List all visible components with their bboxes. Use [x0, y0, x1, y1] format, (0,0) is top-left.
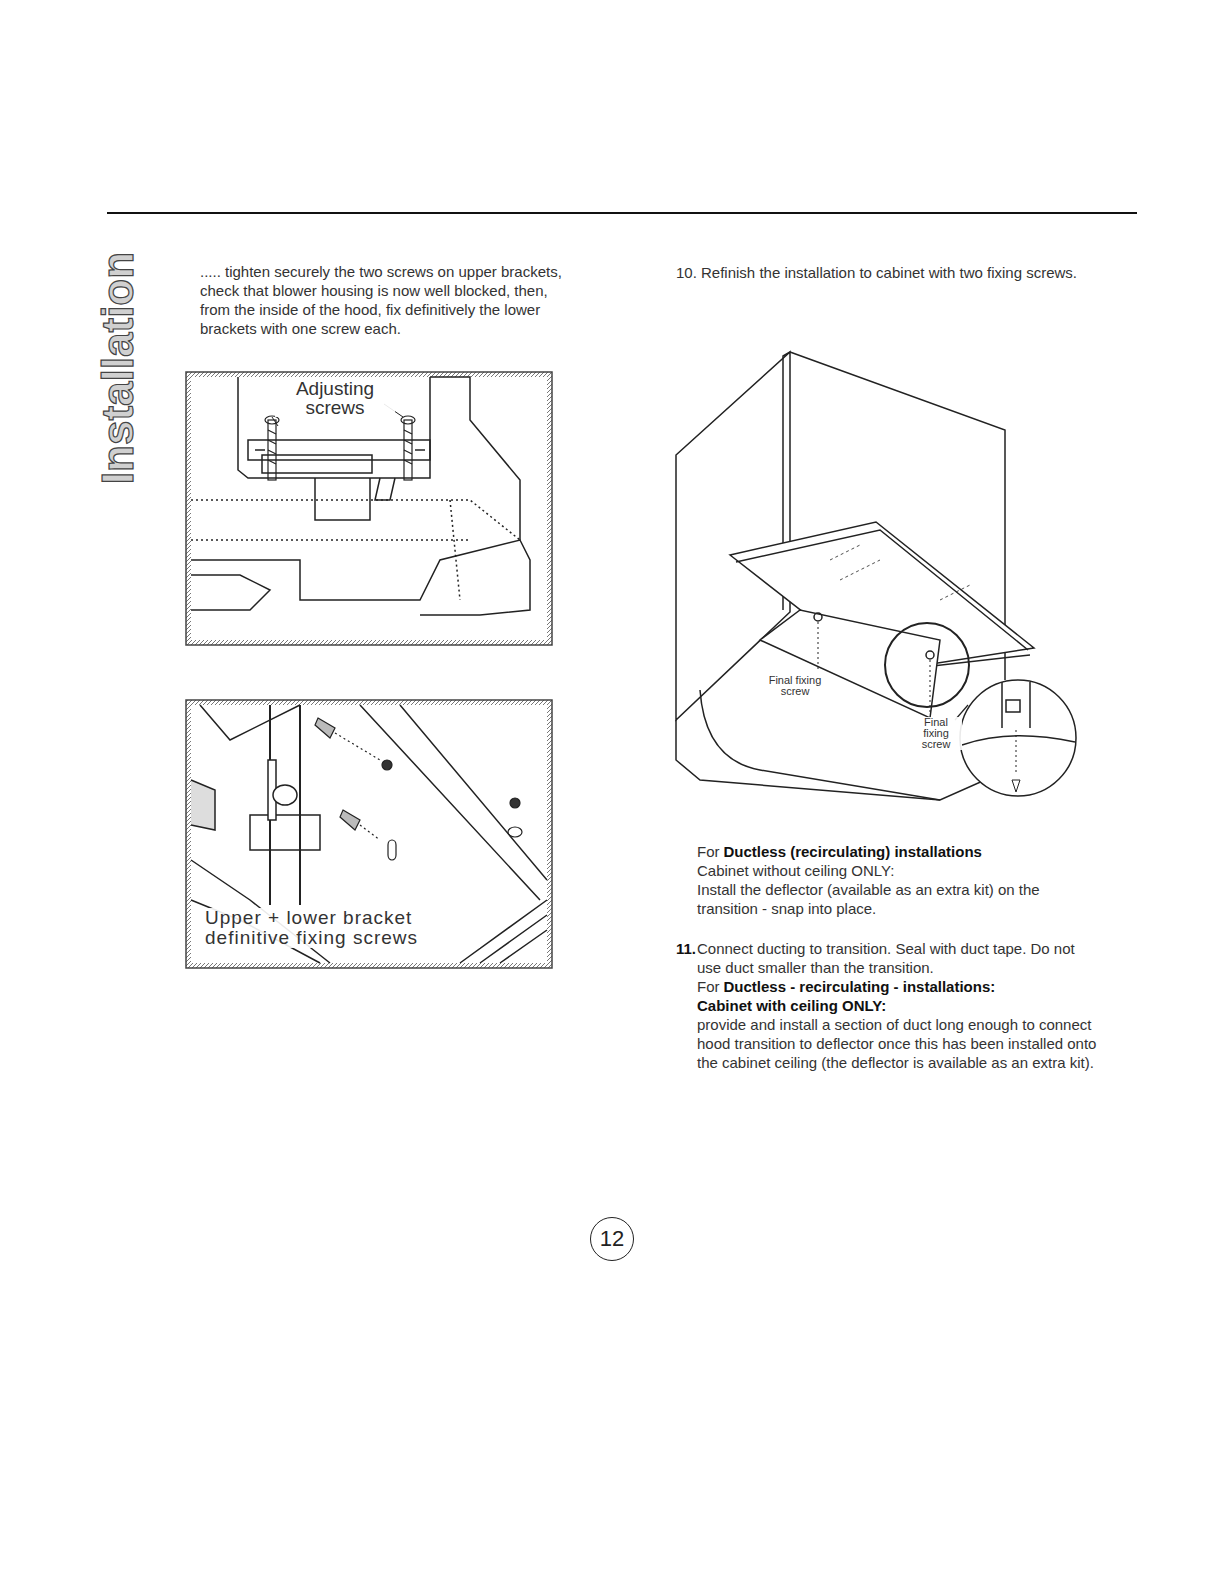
callout-label: Upper + lower bracket definitive fixing …	[205, 908, 480, 948]
side-heading: Installation	[94, 252, 142, 484]
bold-heading: Ductless (recirculating) installations	[724, 842, 982, 861]
callout-label: Adjusting screws	[275, 379, 395, 417]
paragraph-lead: For	[697, 977, 720, 996]
paragraph: ..... tighten securely the two screws on…	[200, 262, 568, 338]
bold-heading: Ductless - recirculating - installations…	[724, 977, 996, 996]
bracket-illustration	[186, 372, 552, 645]
step-text: 10. Refinish the installation to cabinet…	[676, 263, 1086, 282]
fixing-screws-illustration	[186, 700, 552, 968]
step-text: Connect ducting to transition. Seal with…	[697, 939, 1097, 977]
callout-label: Final fixing screw	[768, 675, 822, 697]
paragraph-lead: For	[697, 842, 720, 861]
paragraph: Install the deflector (available as an e…	[697, 880, 1097, 918]
page-number-circle: 12	[590, 1217, 634, 1261]
paragraph: provide and install a section of duct lo…	[697, 1015, 1097, 1072]
cabinet-hood-illustration	[676, 352, 1076, 800]
paragraph: Cabinet without ceiling ONLY:	[697, 861, 1097, 880]
bold-heading: Cabinet with ceiling ONLY:	[697, 996, 1097, 1015]
callout-label: Final fixing screw	[910, 717, 962, 750]
page-number: 12	[600, 1226, 624, 1252]
step-number: 11.	[676, 939, 696, 958]
top-rule	[107, 212, 1137, 214]
